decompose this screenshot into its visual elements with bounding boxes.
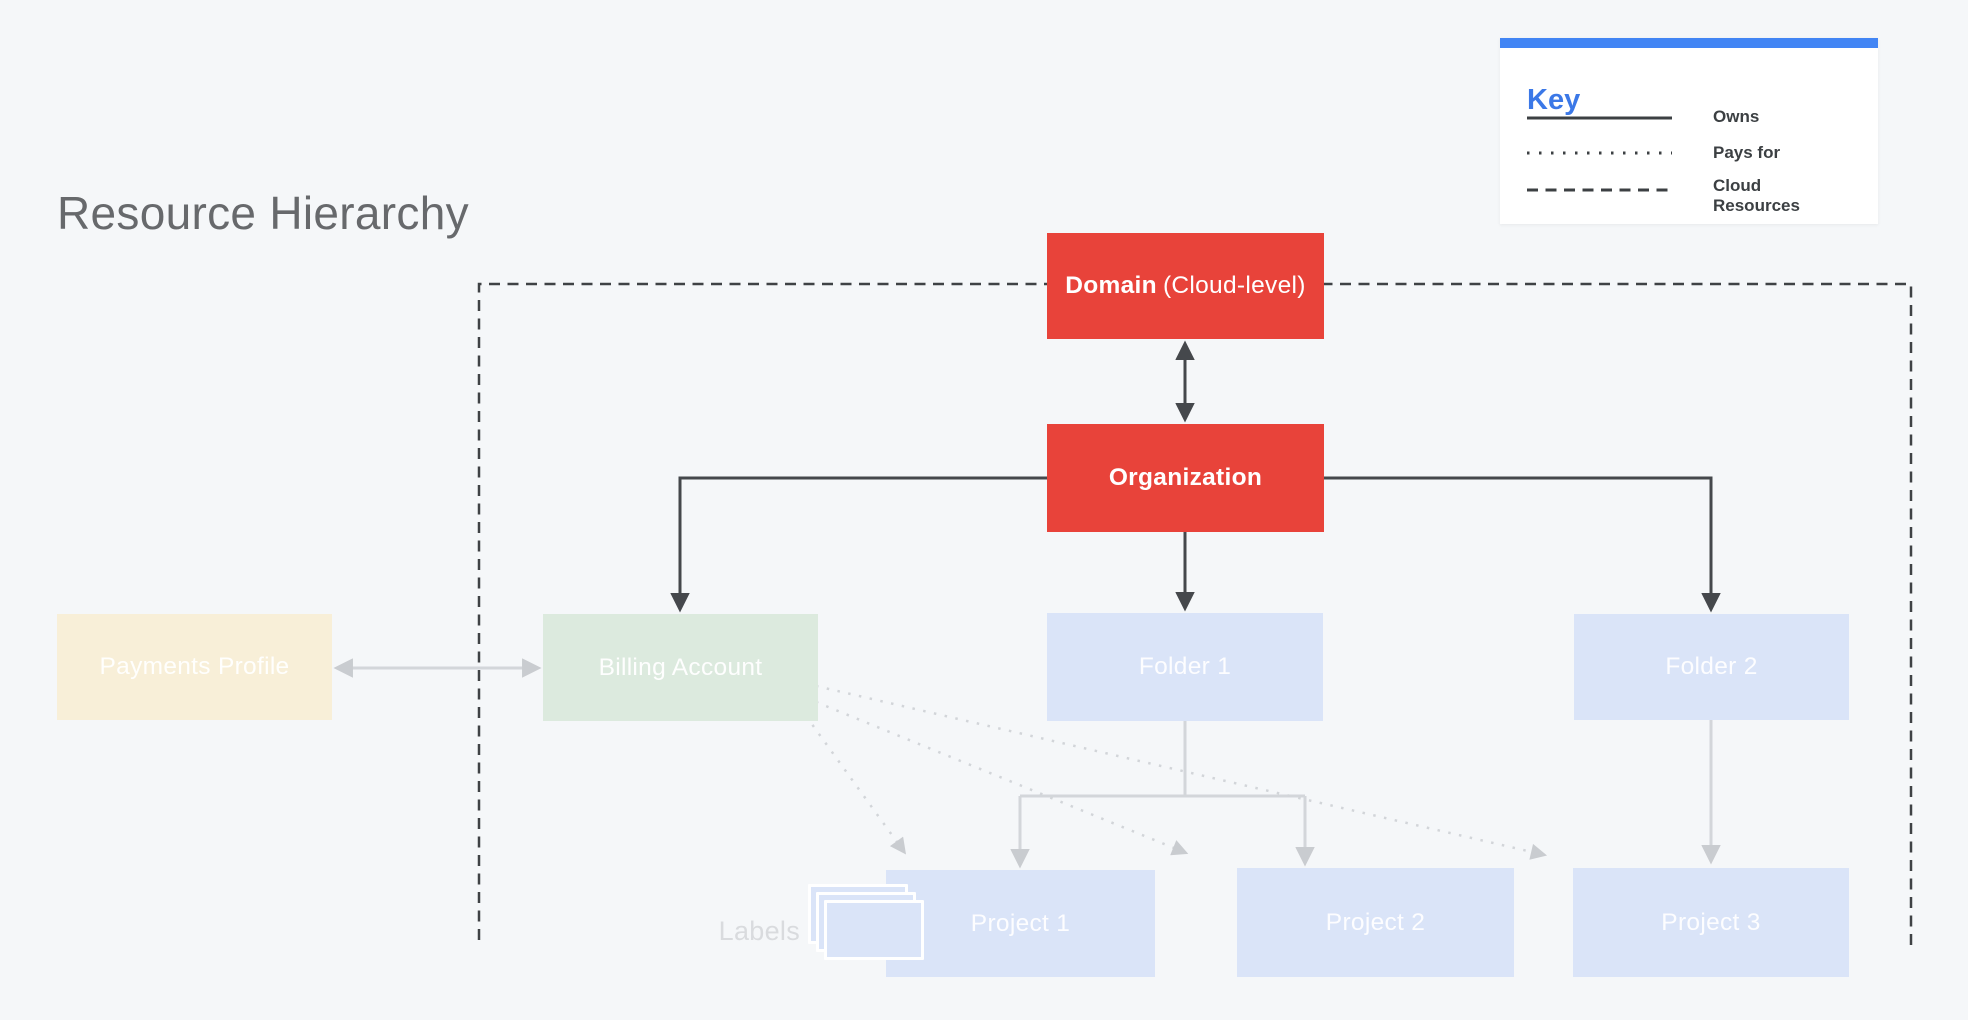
legend-accent-bar: [1500, 38, 1878, 48]
legend-dotted-line-icon: [1527, 151, 1672, 155]
node-payments-profile: Payments Profile: [57, 614, 332, 720]
legend-solid-line-icon: [1527, 116, 1672, 120]
legend-dashed-line-icon: [1527, 188, 1672, 192]
edge-billing-pays-project-2: [815, 700, 1189, 856]
node-project-3: Project 3: [1573, 868, 1849, 977]
label-card-front: [824, 900, 924, 960]
node-organization: Organization: [1047, 424, 1324, 532]
legend-label-owns: Owns: [1713, 107, 1760, 126]
edge-billing-pays-project-3: [815, 684, 1548, 860]
domain-label-rest: (Cloud-level): [1162, 272, 1306, 299]
node-project-1: Project 1: [886, 870, 1155, 977]
page-title: Resource Hierarchy: [57, 187, 469, 239]
legend-key-box: Key Owns Pays for Cloud Resources: [1500, 38, 1878, 224]
legend-heading: Key: [1527, 84, 1581, 116]
node-billing-account: Billing Account: [543, 614, 818, 721]
node-folder-1: Folder 1: [1047, 613, 1323, 721]
legend-label-cloud-resources: Cloud Resources: [1713, 176, 1800, 215]
node-project-2: Project 2: [1237, 868, 1514, 977]
node-folder-2: Folder 2: [1574, 614, 1849, 720]
labels-stack-icon: [808, 884, 930, 966]
node-domain: Domain (Cloud-level): [1047, 233, 1324, 339]
edge-organization-billing-account: [670, 476, 1047, 613]
legend-label-pays-for: Pays for: [1713, 143, 1781, 162]
labels-caption: Labels: [718, 916, 800, 946]
edge-billing-pays-project-1: [804, 715, 907, 855]
domain-label-bold: Domain: [1065, 272, 1157, 299]
edge-organization-folder-2: [1324, 476, 1721, 613]
